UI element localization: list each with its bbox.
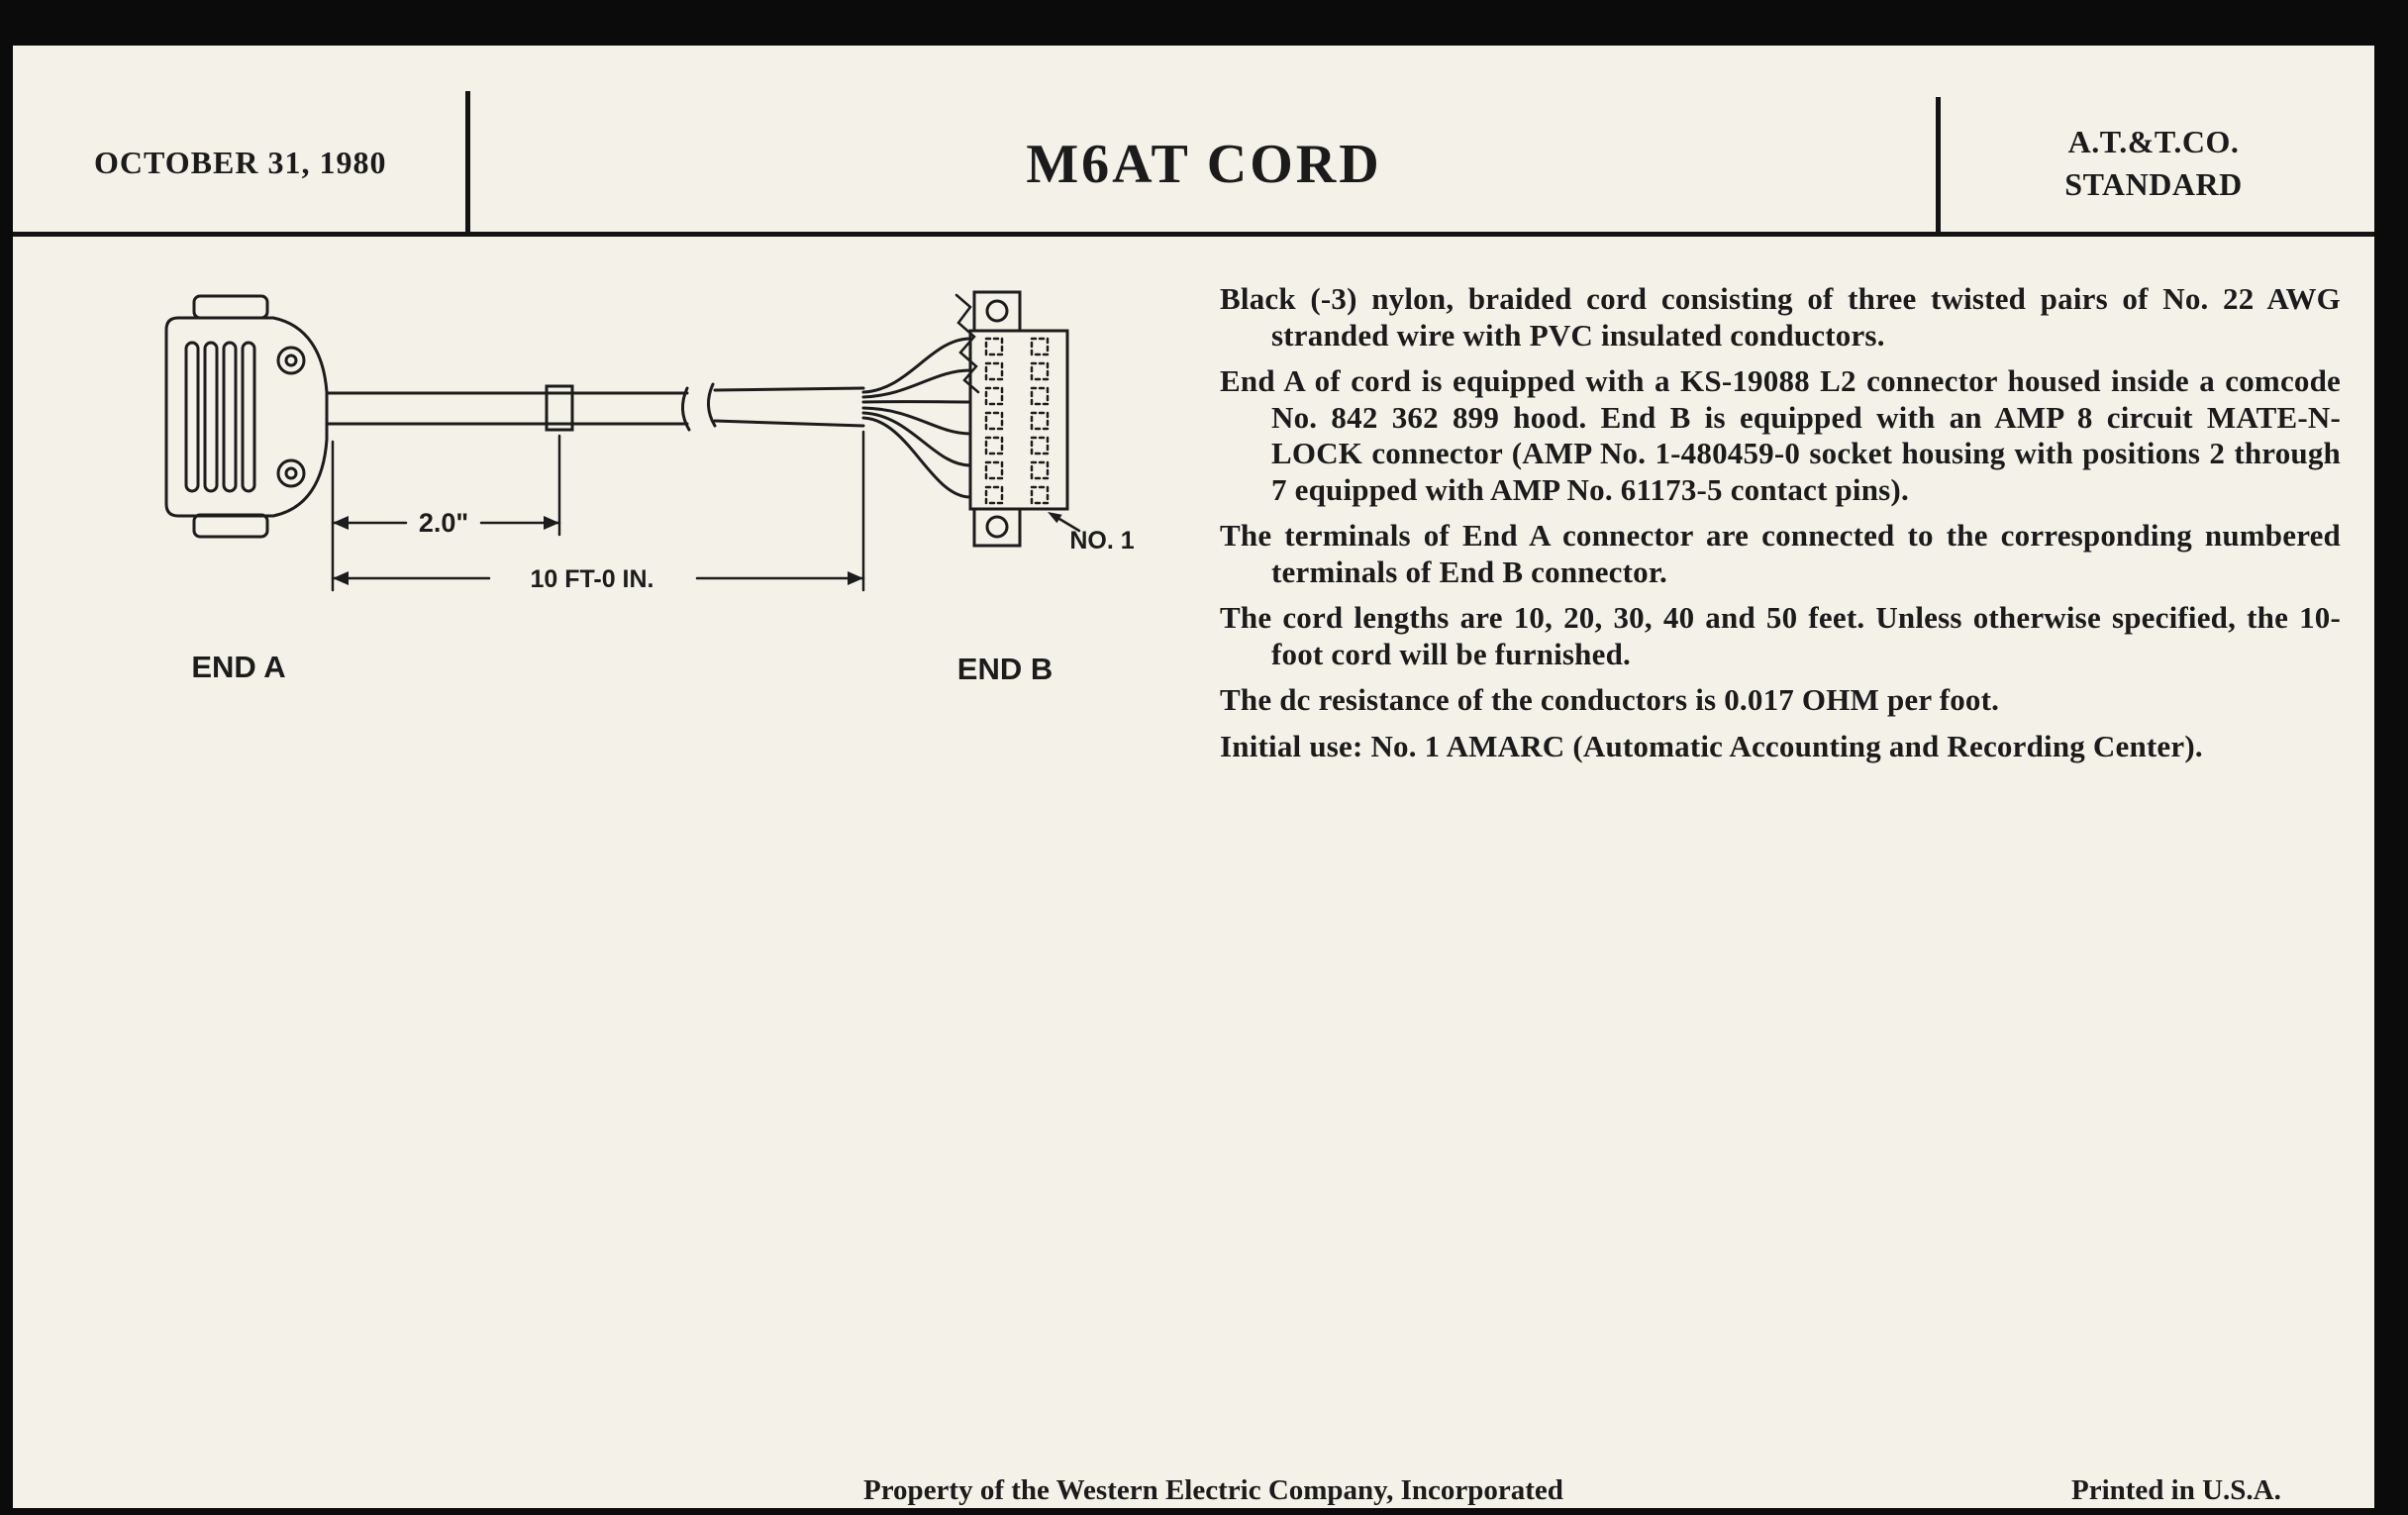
pin-no1-label: NO. 1 bbox=[1069, 527, 1134, 555]
spec-text-block: Black (-3) nylon, braided cord consistin… bbox=[1220, 281, 2341, 774]
spec-paragraph: Initial use: No. 1 AMARC (Automatic Acco… bbox=[1220, 728, 2203, 763]
dimension-short-label: 2.0" bbox=[419, 508, 468, 538]
end-a-label: END A bbox=[191, 650, 285, 684]
dimension-long-label: 10 FT-0 IN. bbox=[530, 565, 653, 593]
end-b-label: END B bbox=[957, 652, 1053, 686]
scan-edge-top bbox=[0, 0, 2408, 46]
spec-paragraph: Black (-3) nylon, braided cord consistin… bbox=[1220, 281, 2341, 353]
cord-diagram: 2.0" 10 FT-0 IN. NO. 1 END A END B bbox=[164, 290, 1135, 686]
issue-date: OCTOBER 31, 1980 bbox=[94, 145, 387, 180]
header-divider-left bbox=[465, 91, 470, 234]
header-rule bbox=[13, 232, 2374, 237]
org-standard-label: STANDARD bbox=[2064, 166, 2243, 202]
spec-paragraph: End A of cord is equipped with a KS-1908… bbox=[1220, 363, 2341, 507]
org-name: A.T.&T.CO. bbox=[2067, 124, 2240, 159]
spec-paragraph: The dc resistance of the conductors is 0… bbox=[1220, 682, 2000, 717]
spec-paragraph: The cord lengths are 10, 20, 30, 40 and … bbox=[1220, 600, 2341, 671]
org-standard-block: A.T.&T.CO. STANDARD bbox=[1985, 121, 2322, 206]
dimension-arrowheads bbox=[333, 512, 1062, 585]
scan-edge-left bbox=[0, 0, 13, 1515]
page-title: M6AT CORD bbox=[1026, 134, 1382, 195]
scan-edge-right bbox=[2374, 0, 2408, 1515]
spec-paragraph: The terminals of End A connector are con… bbox=[1220, 518, 2341, 589]
end-a-connector-drawing bbox=[164, 294, 329, 539]
end-b-connector-drawing bbox=[954, 290, 1069, 548]
header-divider-right bbox=[1936, 97, 1941, 234]
property-notice: Property of the Western Electric Company… bbox=[863, 1474, 1563, 1506]
printed-in-usa: Printed in U.S.A. bbox=[2071, 1474, 2281, 1506]
scan-edge-bottom bbox=[0, 1508, 2408, 1515]
cord-cable-drawing bbox=[325, 337, 972, 499]
contact-positions bbox=[984, 337, 1050, 505]
